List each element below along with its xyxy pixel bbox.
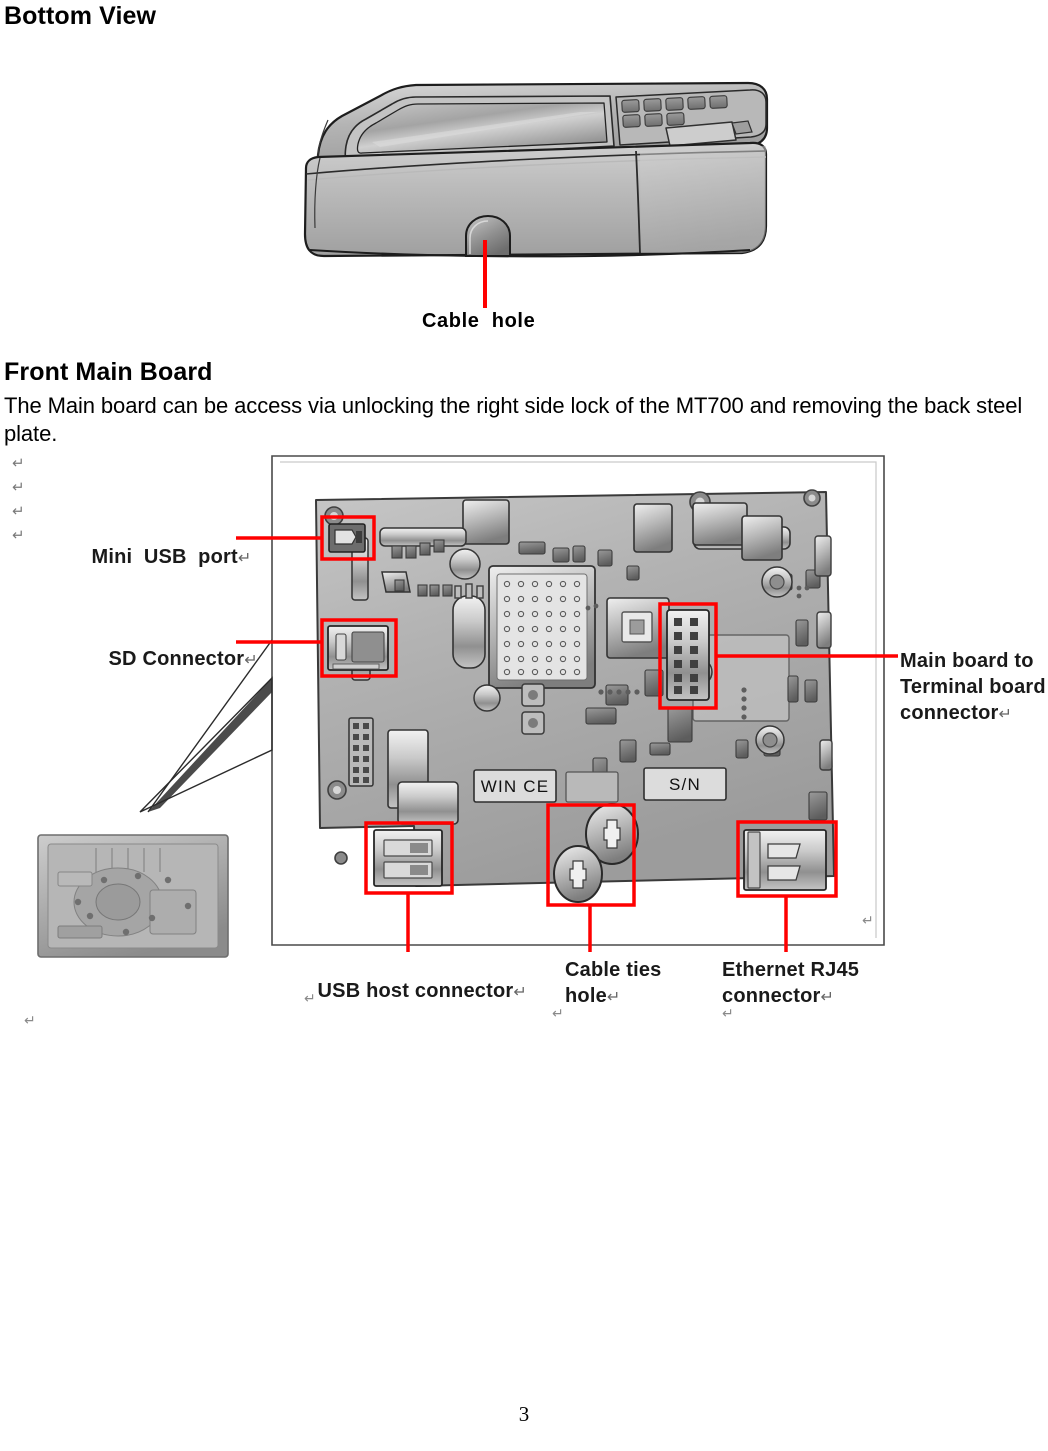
callout-text-line1: Cable ties	[565, 959, 662, 981]
cable-ties-holes-component	[553, 803, 639, 903]
cable-hole-caption: Cable hole	[422, 310, 536, 332]
paragraph-mark-icon: ↵	[12, 503, 25, 520]
callout-text-line2: connector	[722, 985, 821, 1007]
inset-callout-wedge	[139, 676, 273, 813]
callout-leader-lines	[236, 536, 898, 952]
paragraph-mark-icon: ↵	[244, 652, 258, 669]
callout-text-mini-usb: Mini USB port	[91, 546, 238, 568]
paragraph-mark-icon: ↵	[606, 989, 621, 1006]
main-board-pcb: WIN CE S/N	[315, 489, 838, 907]
callout-text-line1: Ethernet RJ45	[722, 959, 860, 981]
paragraph-mark-icon: ↵	[237, 550, 252, 567]
front-main-board-paragraph: The Main board can be access via unlocki…	[4, 393, 1023, 446]
paragraph-mark-icon: ↵	[552, 1005, 564, 1021]
sd-connector-component	[327, 625, 389, 671]
figure-outer-frame	[271, 455, 885, 946]
callout-text-line2: Terminal board	[900, 676, 1046, 698]
margin-paragraph-marks: ↵ ↵ ↵ ↵	[12, 452, 42, 548]
paragraph-mark-icon: ↵	[513, 984, 527, 1001]
sd-connector-highlight-box	[320, 618, 398, 678]
left-pin-header	[348, 717, 374, 787]
callout-label-sd-connector: SD Connector↵	[97, 625, 258, 671]
terminal-board-connector-component	[666, 609, 710, 701]
usb-host-connector-component	[373, 829, 443, 887]
paragraph-mark-icon: ↵	[24, 1012, 36, 1028]
page-number: 3	[518, 1402, 530, 1426]
terminal-bottom-view-illustration	[280, 50, 780, 340]
paragraph-mark-icon: ↵	[998, 706, 1013, 723]
callout-text-line2: hole	[565, 985, 607, 1007]
paragraph-mark-icon: ↵	[12, 455, 25, 472]
callout-label-usb-host-connector: USB host connector↵	[306, 957, 527, 1003]
callout-label-ethernet-rj45-connector: Ethernet RJ45 connector↵	[722, 957, 882, 1011]
callout-text-line3: connector	[900, 702, 999, 724]
page-title-bottom-view: Bottom View	[4, 2, 157, 30]
main-board-figure: WIN CE S/N	[0, 440, 1048, 1040]
ethernet-rj45-connector-component	[743, 829, 827, 891]
paragraph-mark-icon: ↵	[12, 479, 25, 496]
callout-text-line1: Main board to	[900, 650, 1034, 672]
chassis-inset-photo	[37, 834, 229, 958]
callout-label-main-to-terminal-connector: Main board to Terminal board connector↵	[900, 648, 1048, 728]
paragraph-mark-icon: ↵	[12, 527, 25, 544]
silkscreen-wince-text: WIN CE	[481, 777, 550, 796]
callout-label-cable-ties-hole: Cable ties hole↵	[565, 957, 705, 1011]
paragraph-mark-icon: ↵	[304, 990, 316, 1006]
paragraph-mark-icon: ↵	[862, 912, 874, 928]
silkscreen-serial-text: S/N	[669, 775, 701, 794]
mini-usb-port-component	[328, 523, 366, 553]
callout-text-sd-connector: SD Connector	[108, 648, 245, 670]
callout-label-mini-usb-port: Mini USB port↵	[80, 523, 252, 569]
paragraph-mark-icon: ↵	[722, 1005, 734, 1021]
section-heading-front-main-board: Front Main Board	[4, 358, 213, 386]
paragraph-mark-icon: ↵	[820, 989, 835, 1006]
cpu-package	[488, 565, 596, 689]
callout-text-usb-host: USB host connector	[317, 980, 514, 1002]
silkscreen-labels: WIN CE S/N	[473, 767, 727, 803]
